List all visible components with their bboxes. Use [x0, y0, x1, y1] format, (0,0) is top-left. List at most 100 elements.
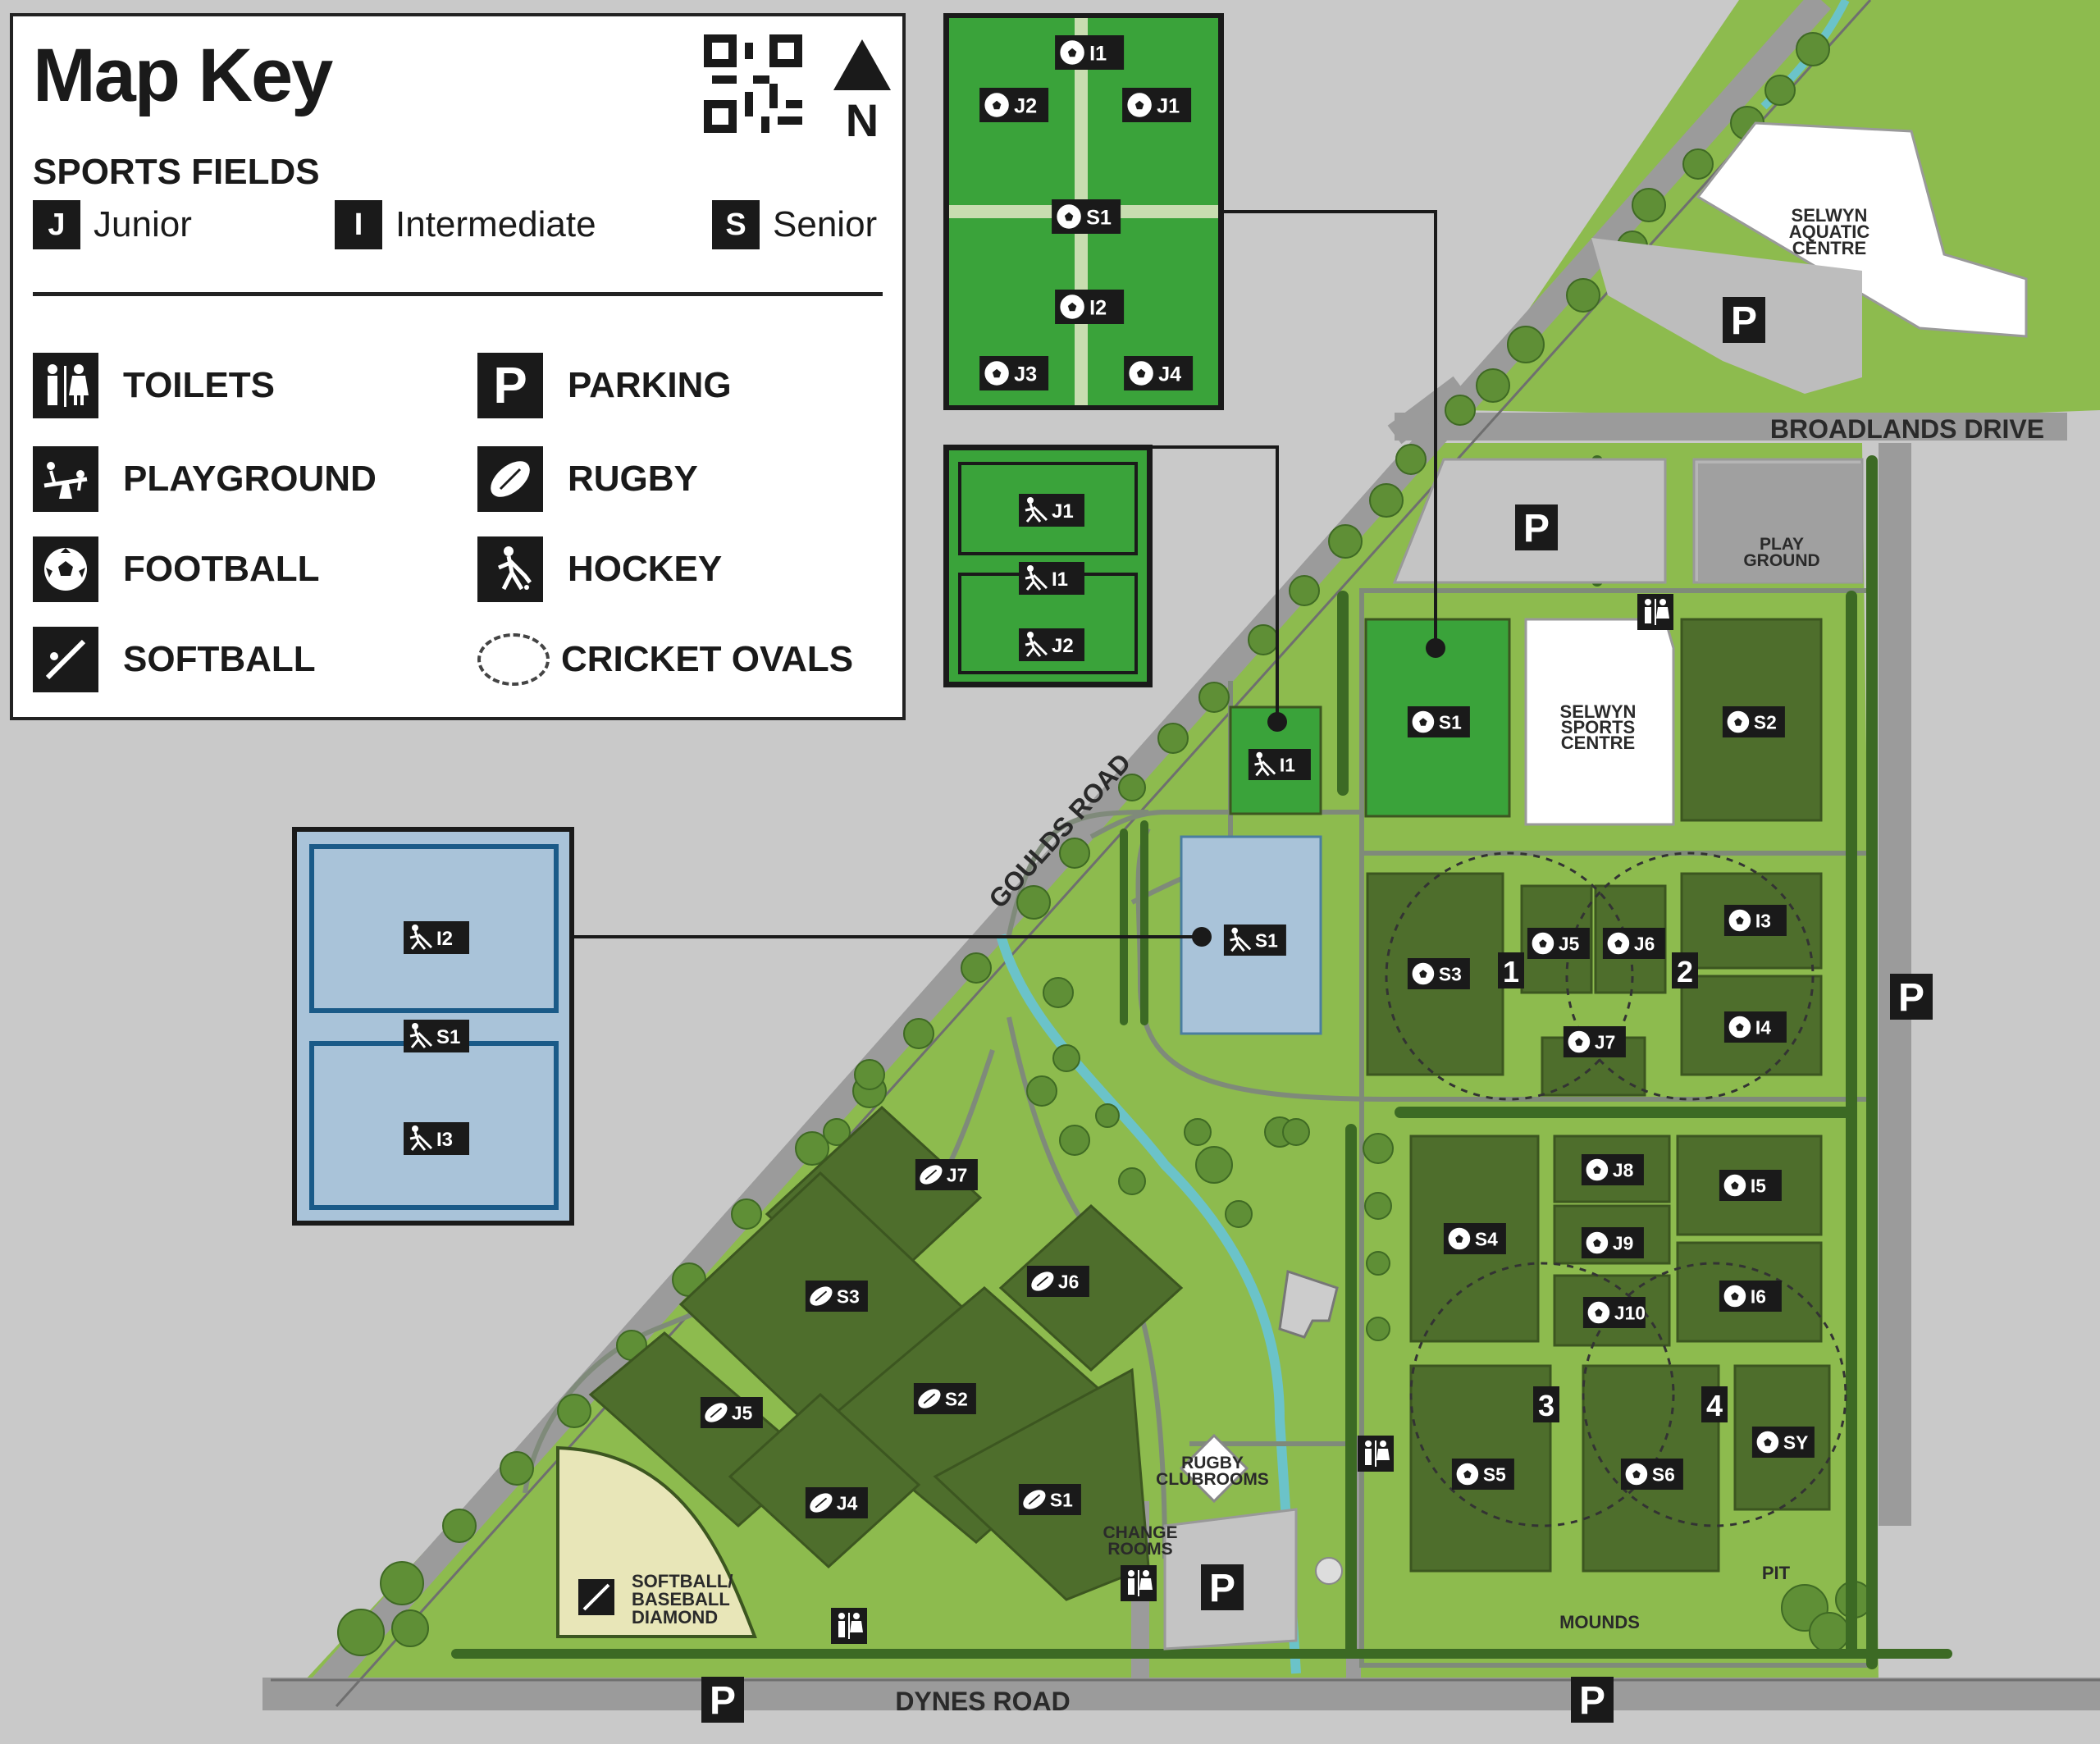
- main-football-badge-j8[interactable]: J8: [1581, 1154, 1644, 1185]
- legend-rugby: RUGBY: [477, 445, 698, 514]
- softball-diamond: SOFTBALL/ BASEBALL DIAMOND: [556, 1445, 757, 1638]
- turf-hockey-badge-i3[interactable]: I3: [404, 1122, 469, 1155]
- cricket-oval-number-3: 3: [1533, 1386, 1559, 1422]
- inset-football-badge-j3[interactable]: J3: [979, 356, 1049, 390]
- rugby-badge-s1[interactable]: S1: [1018, 1484, 1081, 1515]
- main-football-badge-s3[interactable]: S3: [1407, 958, 1470, 989]
- parking-badge-6[interactable]: P: [1201, 1564, 1244, 1610]
- main-football-badge-s6-code: S6: [1652, 1464, 1675, 1486]
- inset-football-badge-s1-code: S1: [1086, 206, 1112, 229]
- turf-hockey-badge-i2-code: I2: [436, 928, 453, 950]
- inset-football-badge-i1[interactable]: I1: [1055, 35, 1125, 70]
- rugby-clubrooms-label-2: CLUBROOMS: [1156, 1470, 1269, 1489]
- legend-parking: P PARKING: [477, 351, 732, 420]
- turf-hockey-badge-i3-code: I3: [436, 1129, 453, 1151]
- rugby-badge-j5[interactable]: J5: [700, 1397, 763, 1428]
- rugby-badge-s2[interactable]: S2: [913, 1383, 976, 1414]
- inset-hockey-badge-j2[interactable]: J2: [1019, 628, 1084, 661]
- cricket-oval-icon: [477, 633, 550, 686]
- legend-cricket-ovals: CRICKET OVALS: [477, 625, 853, 694]
- legend-cricket-ovals-label: CRICKET OVALS: [561, 639, 854, 679]
- legend-rugby-label: RUGBY: [568, 459, 698, 499]
- main-football-badge-s6[interactable]: S6: [1620, 1459, 1683, 1490]
- main-hockey-badge-s1-code: S1: [1255, 930, 1278, 952]
- main-football-badge-j6[interactable]: J6: [1602, 928, 1665, 959]
- main-football-badge-j7[interactable]: J7: [1563, 1026, 1626, 1057]
- inset-hockey-badge-j1[interactable]: J1: [1019, 494, 1084, 527]
- main-hockey-badge-i1[interactable]: I1: [1248, 749, 1311, 780]
- sports-centre-label-2: SPORTS: [1561, 717, 1635, 737]
- level-senior-badge: S: [712, 200, 760, 249]
- turf-hockey-badge-s1-code: S1: [436, 1026, 460, 1048]
- legend-parking-label: PARKING: [568, 365, 732, 405]
- main-football-badge-j10-code: J10: [1614, 1303, 1646, 1324]
- rugby-badge-s3[interactable]: S3: [805, 1281, 868, 1312]
- main-football-badge-i6[interactable]: I6: [1719, 1281, 1782, 1312]
- sports-centre-label-3: CENTRE: [1561, 733, 1635, 753]
- main-football-badge-sy[interactable]: SY: [1751, 1427, 1815, 1458]
- map-key-title: Map Key: [33, 34, 333, 117]
- qr-code-icon[interactable]: [704, 34, 802, 133]
- parking-badge-glyph: P: [1731, 299, 1757, 343]
- main-football-badge-s3-code: S3: [1439, 964, 1462, 985]
- rugby-badge-j4-code: J4: [837, 1493, 858, 1514]
- rugby-badge-j7-code: J7: [947, 1165, 967, 1186]
- main-football-badge-i5-code: I5: [1751, 1176, 1766, 1197]
- inset-football-badge-j1[interactable]: J1: [1122, 88, 1192, 122]
- main-football-badge-i5[interactable]: I5: [1719, 1170, 1782, 1201]
- rugby-badge-j4[interactable]: J4: [805, 1487, 868, 1518]
- legend-softball-label: SOFTBALL: [123, 639, 316, 679]
- main-football-badge-j9[interactable]: J9: [1581, 1227, 1644, 1258]
- change-rooms-label-1: CHANGE: [1102, 1523, 1177, 1542]
- inset-hockey-badge-i1[interactable]: I1: [1019, 562, 1084, 595]
- legend-playground: PLAYGROUND: [33, 445, 377, 514]
- cricket-ovals: [1385, 851, 1847, 1527]
- parking-badge-1[interactable]: P: [1723, 297, 1765, 343]
- inset-football-badge-i2-code: I2: [1089, 296, 1107, 319]
- main-football-badge-j10[interactable]: J10: [1582, 1297, 1646, 1328]
- main-football-badge-i3-code: I3: [1755, 911, 1771, 932]
- level-junior-badge: J: [33, 200, 80, 249]
- turf-hockey-badge-i2[interactable]: I2: [404, 921, 469, 954]
- inset-football-badge-i2[interactable]: I2: [1055, 290, 1125, 324]
- inset-football-badge-i1-code: I1: [1089, 42, 1107, 65]
- softball-label-1: SOFTBALL/: [632, 1571, 733, 1591]
- cricket-oval-number-text: 1: [1503, 955, 1519, 988]
- rugby-badge-j6[interactable]: J6: [1026, 1266, 1089, 1297]
- rugby-fields: [588, 1105, 1184, 1601]
- main-football-badge-s2[interactable]: S2: [1722, 706, 1785, 737]
- rugby-clubrooms-label-1: RUGBY: [1181, 1454, 1244, 1472]
- inset-football-badge-s1[interactable]: S1: [1052, 199, 1121, 234]
- main-football-badge-s5[interactable]: S5: [1451, 1459, 1514, 1490]
- hockey-icon: [477, 536, 543, 602]
- level-intermediate-badge: I: [335, 200, 382, 249]
- main-hockey-badge-s1[interactable]: S1: [1223, 925, 1286, 956]
- toilets-marker-2[interactable]: [1358, 1436, 1394, 1472]
- main-football-badge-i3[interactable]: I3: [1723, 905, 1787, 936]
- main-football-badge-s1[interactable]: S1: [1407, 706, 1470, 737]
- cricket-oval-number-1: 1: [1498, 952, 1524, 988]
- toilets-marker-1[interactable]: [1637, 594, 1673, 630]
- parking-badge-2[interactable]: P: [1515, 504, 1558, 550]
- playground-label-2: GROUND: [1743, 551, 1819, 570]
- parking-badge-3[interactable]: P: [1890, 974, 1933, 1020]
- inset-hockey-badge-j2-code: J2: [1052, 635, 1074, 657]
- toilets-marker-4[interactable]: [831, 1608, 867, 1644]
- parking-badge-5[interactable]: P: [1571, 1677, 1614, 1723]
- inset-football-badge-j4[interactable]: J4: [1124, 356, 1194, 390]
- inset-football-badge-j2[interactable]: J2: [979, 88, 1049, 122]
- main-football-badge-j5[interactable]: J5: [1527, 928, 1590, 959]
- main-football-badge-s4[interactable]: S4: [1443, 1223, 1506, 1254]
- rugby-badge-j7[interactable]: J7: [915, 1159, 978, 1190]
- toilets-marker-3[interactable]: [1121, 1565, 1157, 1601]
- main-football-badge-sy-code: SY: [1783, 1432, 1808, 1454]
- main-football-badge-i6-code: I6: [1751, 1286, 1766, 1308]
- main-football-badge-i4[interactable]: I4: [1723, 1011, 1787, 1043]
- sports-fields-heading: SPORTS FIELDS: [33, 152, 320, 192]
- key-divider: [33, 292, 883, 296]
- turf-hockey-badge-s1[interactable]: S1: [404, 1020, 469, 1052]
- mounds-label: MOUNDS: [1559, 1612, 1640, 1632]
- parking-badge-4[interactable]: P: [701, 1677, 744, 1723]
- north-arrow: N: [825, 36, 899, 151]
- legend-toilets: TOILETS: [33, 351, 275, 420]
